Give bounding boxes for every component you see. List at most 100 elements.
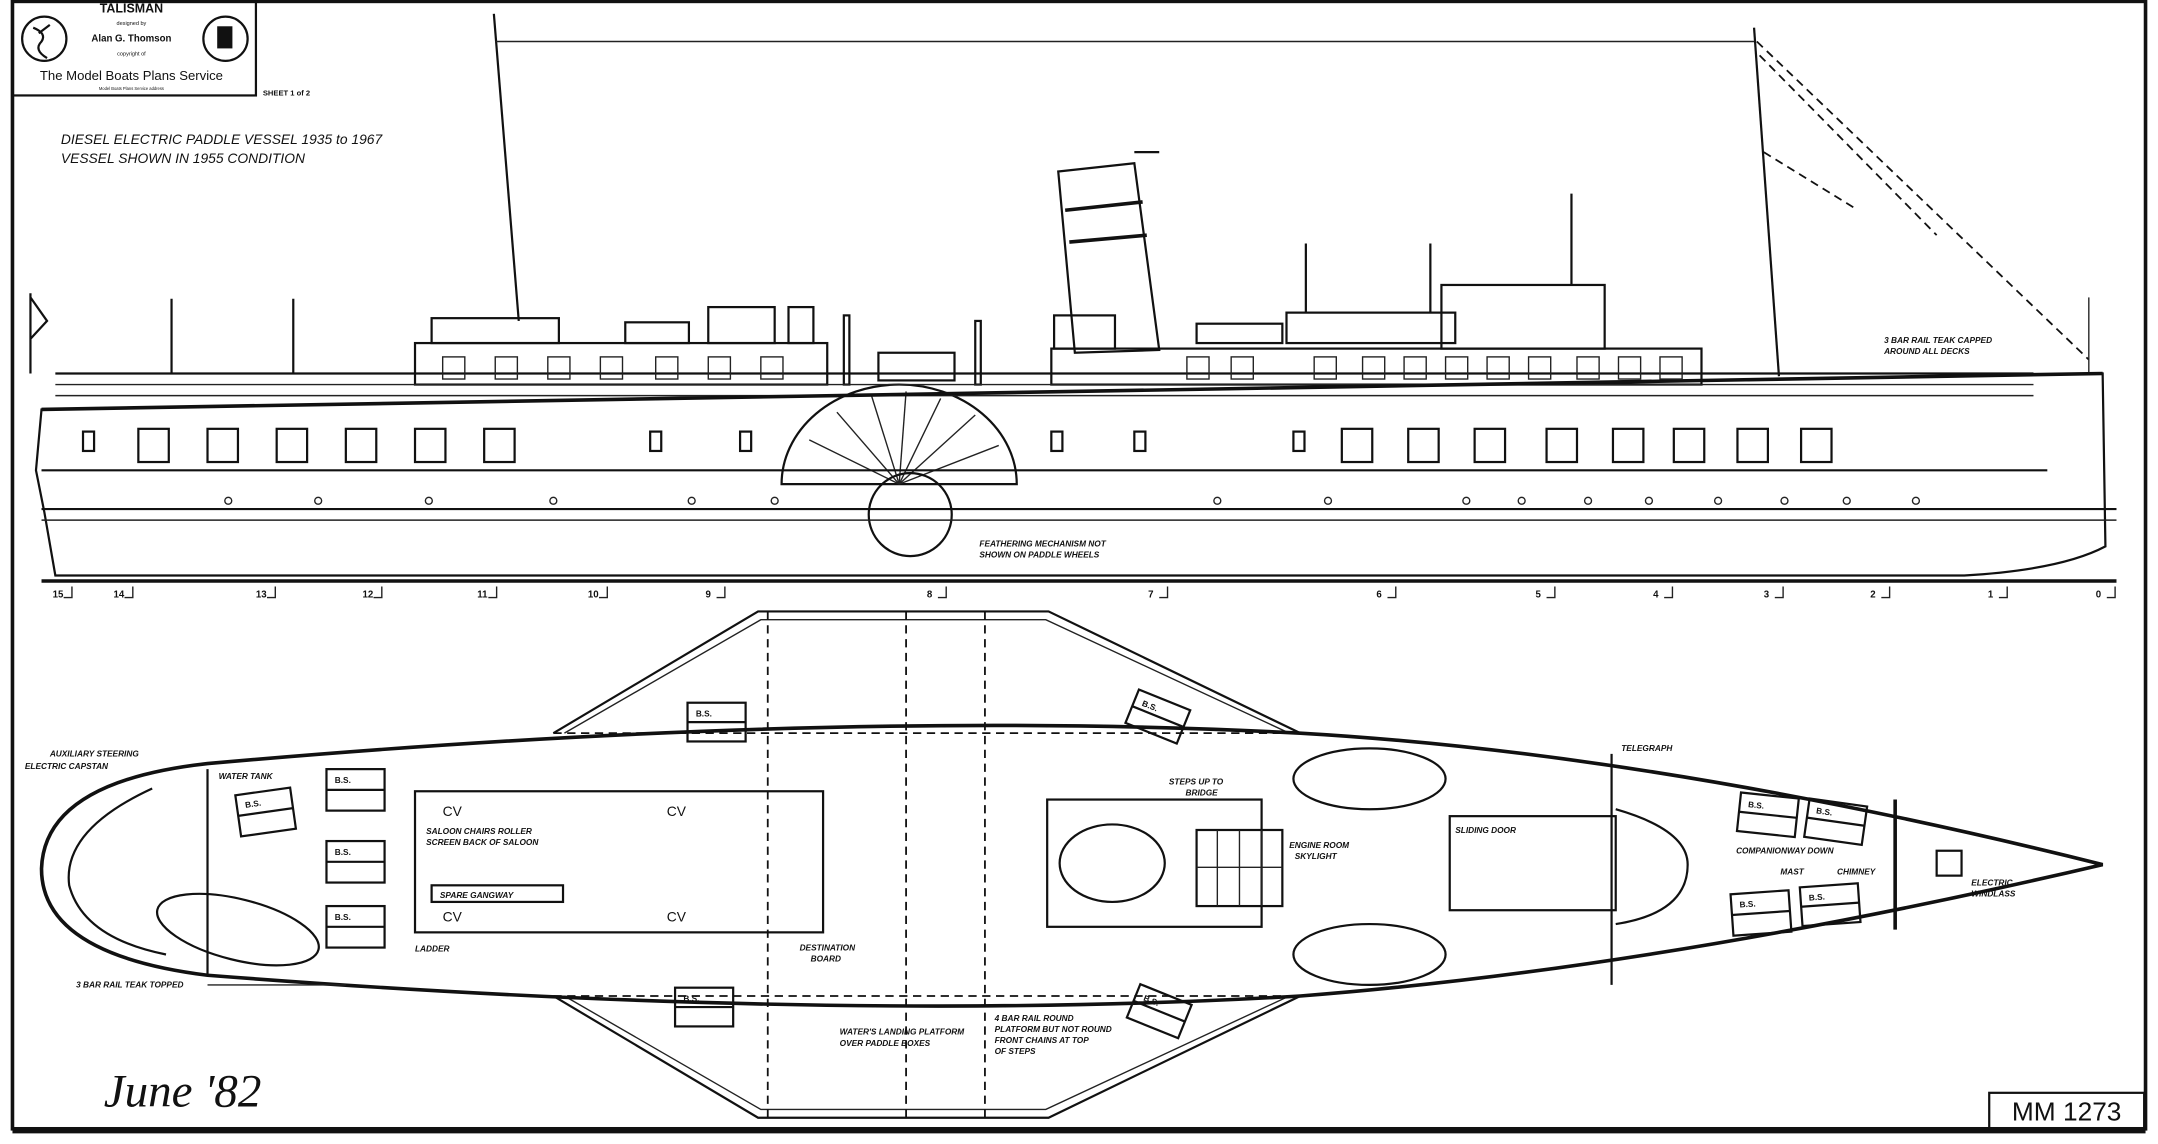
station-marker: 8 [927, 590, 933, 601]
ladder-label: LADDER [415, 944, 450, 954]
destination-board-label-2: BOARD [811, 953, 841, 963]
spare-gangway-label: SPARE GANGWAY [440, 890, 515, 900]
platform-rail-label-3: FRONT CHAINS AT TOP [995, 1035, 1090, 1045]
deckhouse-window [1617, 356, 1642, 380]
saloon-window [1407, 427, 1440, 464]
small-window [738, 430, 753, 453]
deckhouse-window [1361, 356, 1386, 380]
boat-seat: B.S. [1729, 889, 1793, 937]
station-marker: 12 [362, 590, 373, 601]
station-marker: 14 [113, 590, 124, 601]
boat-seat-label: B.S. [335, 775, 351, 785]
station-marker: 10 [588, 590, 599, 601]
designer-name: Alan G. Thomson [91, 33, 171, 44]
platform-rail-label-4: OF STEPS [995, 1046, 1036, 1056]
deckhouse-window [1486, 356, 1510, 380]
station-marker: 6 [1376, 590, 1382, 601]
plan-number-box: MM 1273 [1988, 1091, 2146, 1130]
copyright-label: copyright of [117, 51, 146, 57]
deckhouse-window [1444, 356, 1469, 380]
porthole [1462, 496, 1471, 505]
boat-seat-label: B.S. [696, 709, 712, 719]
station-marker: 13 [256, 590, 267, 601]
portholes [81, 356, 1921, 505]
small-window [81, 430, 96, 453]
capstan-label: ELECTRIC CAPSTAN [25, 761, 109, 771]
saloon-window [1611, 427, 1645, 464]
station-marker: 1 [1988, 590, 1994, 601]
sheet-number: SHEET 1 of 2 [263, 88, 310, 97]
saloon-window [344, 427, 378, 464]
boat-seat-label: B.S. [1142, 993, 1161, 1008]
boat-seat-label: B.S. [1141, 698, 1160, 713]
logo-emblem-right [202, 15, 249, 62]
companionway-label: COMPANIONWAY DOWN [1736, 846, 1835, 856]
saloon-window [1545, 427, 1579, 464]
destination-board-label: DESTINATION [800, 942, 857, 952]
lifeboat [1292, 922, 1447, 987]
saloon-window [1340, 427, 1374, 464]
small-window [1292, 430, 1306, 453]
station-marker: 15 [53, 590, 64, 601]
windlass-label-2: WINDLASS [1971, 888, 2016, 898]
deckhouse-window [707, 356, 732, 380]
platform-rail-label: 4 BAR RAIL ROUND [994, 1013, 1074, 1023]
boat-seat: B.S. [1124, 688, 1192, 746]
saloon-window [1799, 427, 1833, 464]
paddle-box-top [552, 610, 1301, 735]
saloon-window [1672, 427, 1706, 464]
deckhouse-window [1313, 356, 1337, 380]
boat-seat-label: B.S. [335, 847, 351, 857]
porthole [1713, 496, 1723, 505]
lifeboat [1292, 747, 1447, 811]
boat-seat: B.S. [1802, 797, 1869, 847]
description-line-1: DIESEL ELECTRIC PADDLE VESSEL 1935 to 19… [61, 131, 384, 147]
publisher-address: Model Boats Plans Service address [99, 86, 164, 91]
plan-number: MM 1273 [2012, 1096, 2122, 1126]
stern-flag [29, 293, 49, 374]
vent-cowl: CV [667, 803, 687, 819]
boat-seat: B.S. [1735, 791, 1801, 839]
porthole [1911, 496, 1921, 505]
deckhouse-window [1403, 356, 1427, 380]
station-marker: 5 [1535, 590, 1541, 601]
hull-side [34, 372, 2107, 577]
steps-label-2: BRIDGE [1186, 787, 1219, 797]
rail-note-2: AROUND ALL DECKS [1883, 346, 1970, 356]
boat-seat-label: B.S. [244, 798, 261, 810]
porthole [687, 496, 696, 505]
saloon-window [275, 427, 309, 464]
saloon-window [483, 427, 516, 464]
rail-teak-label: 3 BAR RAIL TEAK TOPPED [76, 980, 183, 990]
rail-note: 3 BAR RAIL TEAK CAPPED [1884, 335, 1992, 345]
deckhouse-window [1659, 356, 1683, 380]
main-mast [1752, 27, 1781, 377]
station-marker: 4 [1653, 590, 1659, 601]
chimney-label: CHIMNEY [1837, 866, 1877, 876]
porthole [1517, 496, 1526, 505]
porthole [314, 496, 323, 505]
deckhouse-window [760, 356, 784, 380]
porthole [1213, 496, 1222, 505]
porthole [549, 496, 558, 505]
station-marker: 0 [2096, 590, 2101, 601]
boat-seat-label: B.S. [683, 994, 699, 1004]
porthole [1583, 496, 1593, 505]
saloon-window [413, 427, 447, 464]
sliding-door-label: SLIDING DOOR [1455, 825, 1516, 835]
small-window [1133, 430, 1147, 453]
funnel [1057, 162, 1161, 354]
boat-seat-label: B.S. [1739, 898, 1756, 909]
saloon-window [206, 427, 240, 464]
vessel-name: TALISMAN [100, 1, 163, 15]
boat-seat: B.S. [1798, 882, 1862, 928]
deckhouse-window [494, 356, 519, 380]
saloon-window [1736, 427, 1769, 464]
porthole [224, 496, 233, 505]
boat-seat-label: B.S. [1808, 892, 1825, 903]
telegraph-label: TELEGRAPH [1621, 743, 1673, 753]
spare-gangway [430, 884, 565, 904]
small-window [1050, 430, 1064, 453]
deckhouse-window [655, 356, 679, 380]
